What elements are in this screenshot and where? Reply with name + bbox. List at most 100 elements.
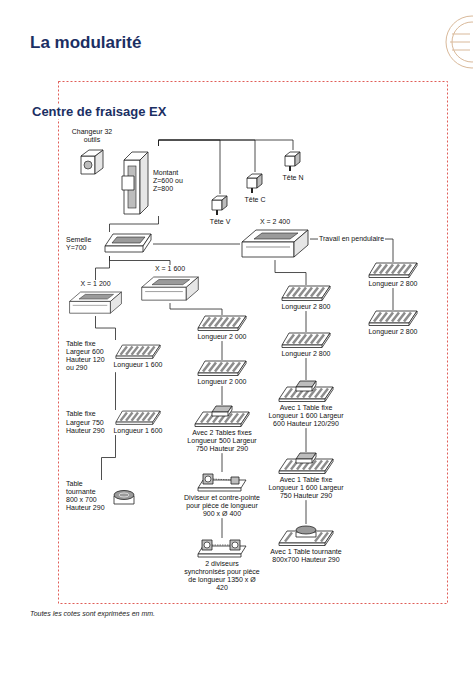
table-unit: Longueur 2 000 [194,315,250,341]
divider-unit [197,472,247,492]
double-table-unit [278,380,334,402]
tree-connector [115,372,116,410]
tree-connector [222,341,223,360]
dashed-frame [59,82,448,604]
tree-connector [110,216,159,232]
part-label: Tête C [240,196,270,204]
edge-label: Travail en pendulaire [318,235,385,243]
part-label: Longueur 2 800 [365,328,421,336]
machine-bed: X = 1 200 [68,280,123,316]
part-label: Longueur 2 000 [194,378,250,386]
part-label: Table tournante 800 x 700 Hauteur 290 [66,480,108,512]
double-table-unit: Avec 1 Table fixe Longueur 1 600 Largeur… [268,452,344,500]
part-label: Avec 1 Table tournante 800x700 Hauteur 2… [268,548,344,564]
tree-connector [222,453,223,472]
table-unit [281,332,331,348]
milling-head [208,194,232,216]
page-title: La modularité [30,33,141,53]
machine-bed [240,228,310,260]
milling-head: Tête C [240,172,270,204]
part-label: Longueur 1 600 [111,361,165,369]
tool-changer [79,146,105,176]
column-unit [120,146,150,216]
part-label: Longueur 2 000 [194,333,250,341]
dual-divider-unit: 2 diviseurs synchronisés pour pièce de l… [184,538,260,592]
table-unit [197,315,247,331]
milling-head [281,150,305,172]
dual-divider-unit [197,538,247,558]
tree-connector [159,140,256,172]
milling-head [243,172,267,194]
machine-bed [68,290,123,316]
table-unit: Longueur 2 800 [365,262,421,288]
section-heading: Centre de fraisage EX [30,104,168,119]
label-group: Longueur 1 600 [111,410,165,435]
machine-bed: X = 1 600 [140,265,200,303]
tree-connector [306,358,307,380]
part-label: Table fixe Largeur 750 Hauteur 290 [66,410,108,434]
table-rotary-unit [278,524,334,546]
part-label: Avec 1 Table fixe Longueur 1 600 Largeur… [268,476,344,500]
tree-connector [153,244,240,245]
tree-connector [393,288,394,310]
part-label: Longueur 2 800 [365,280,421,288]
bed-base: Semelle Y=700 [66,232,153,256]
table-unit: Longueur 2 800 [278,285,334,311]
part-label: Table fixe Largeur 600 Hauteur 120 ou 29… [66,340,108,372]
table-unit: Longueur 2 000 [194,360,250,386]
part-label: Longueur 2 800 [278,303,334,311]
tree-connector [96,316,116,340]
part-label: Montant Z=600 ou Z=800 [153,169,197,193]
divider-unit: Diviseur et contre-pointe pour pièce de … [184,472,260,518]
table-unit [368,262,418,278]
tree-connector [222,386,223,405]
logo-mark [446,16,473,68]
part-label: Tête N [278,174,308,182]
double-table-unit [194,405,250,427]
tree-connector [306,311,307,332]
tree-connector [275,260,306,285]
rotary-table [111,486,137,506]
rotary-table: Table tournante 800 x 700 Hauteur 290 [66,480,137,512]
bed-base [103,232,153,256]
table-unit: Table fixe Largeur 750 Hauteur 290Longue… [66,410,165,435]
part-label: Longueur 2 800 [278,350,334,358]
table-unit: Table fixe Largeur 600 Hauteur 120 ou 29… [66,340,165,372]
tree-connector [306,428,307,452]
caption-note: Toutes les cotes sont exprimées en mm. [30,610,155,617]
milling-head: Tête N [278,150,308,182]
label-group: Longueur 1 600 [111,344,165,369]
part-label: Diviseur et contre-pointe pour pièce de … [184,494,260,518]
tool-changer: Changeur 32 outils [70,128,114,176]
tree-connector [96,256,110,280]
part-label: Semelle Y=700 [66,236,100,252]
column-unit: Montant Z=600 ou Z=800 [120,146,197,216]
part-label: Avec 1 Table fixe Longueur 1 600 Largeur… [268,404,344,428]
part-label: 2 diviseurs synchronisés pour pièce de l… [184,560,260,592]
table-unit [368,310,418,326]
table-unit: Longueur 2 800 [365,310,421,336]
part-label: X = 1 200 [68,280,123,288]
milling-head: Tête V [205,194,235,226]
tree-connector [222,518,223,538]
part-label: Tête V [205,218,235,226]
double-table-unit: Avec 1 Table fixe Longueur 1 600 Largeur… [268,380,344,428]
part-label: X = 1 600 [140,265,200,273]
machine-bed: X = 2 400 [240,218,310,260]
label-group: Montant Z=600 ou Z=800 [153,169,197,193]
tree-connector [102,435,116,480]
table-rotary-unit: Avec 1 Table tournante 800x700 Hauteur 2… [268,524,344,564]
machine-bed [140,275,200,303]
label-group [111,486,137,506]
part-label: Longueur 1 600 [111,427,165,435]
tree-connector [170,303,222,315]
tree-connector [110,256,171,265]
part-label: X = 2 400 [240,218,310,226]
table-unit [281,285,331,301]
part-label: Changeur 32 outils [70,128,114,144]
double-table-unit [278,452,334,474]
tree-connector [306,500,307,524]
table-unit [115,410,161,425]
tree-connector [159,140,294,150]
